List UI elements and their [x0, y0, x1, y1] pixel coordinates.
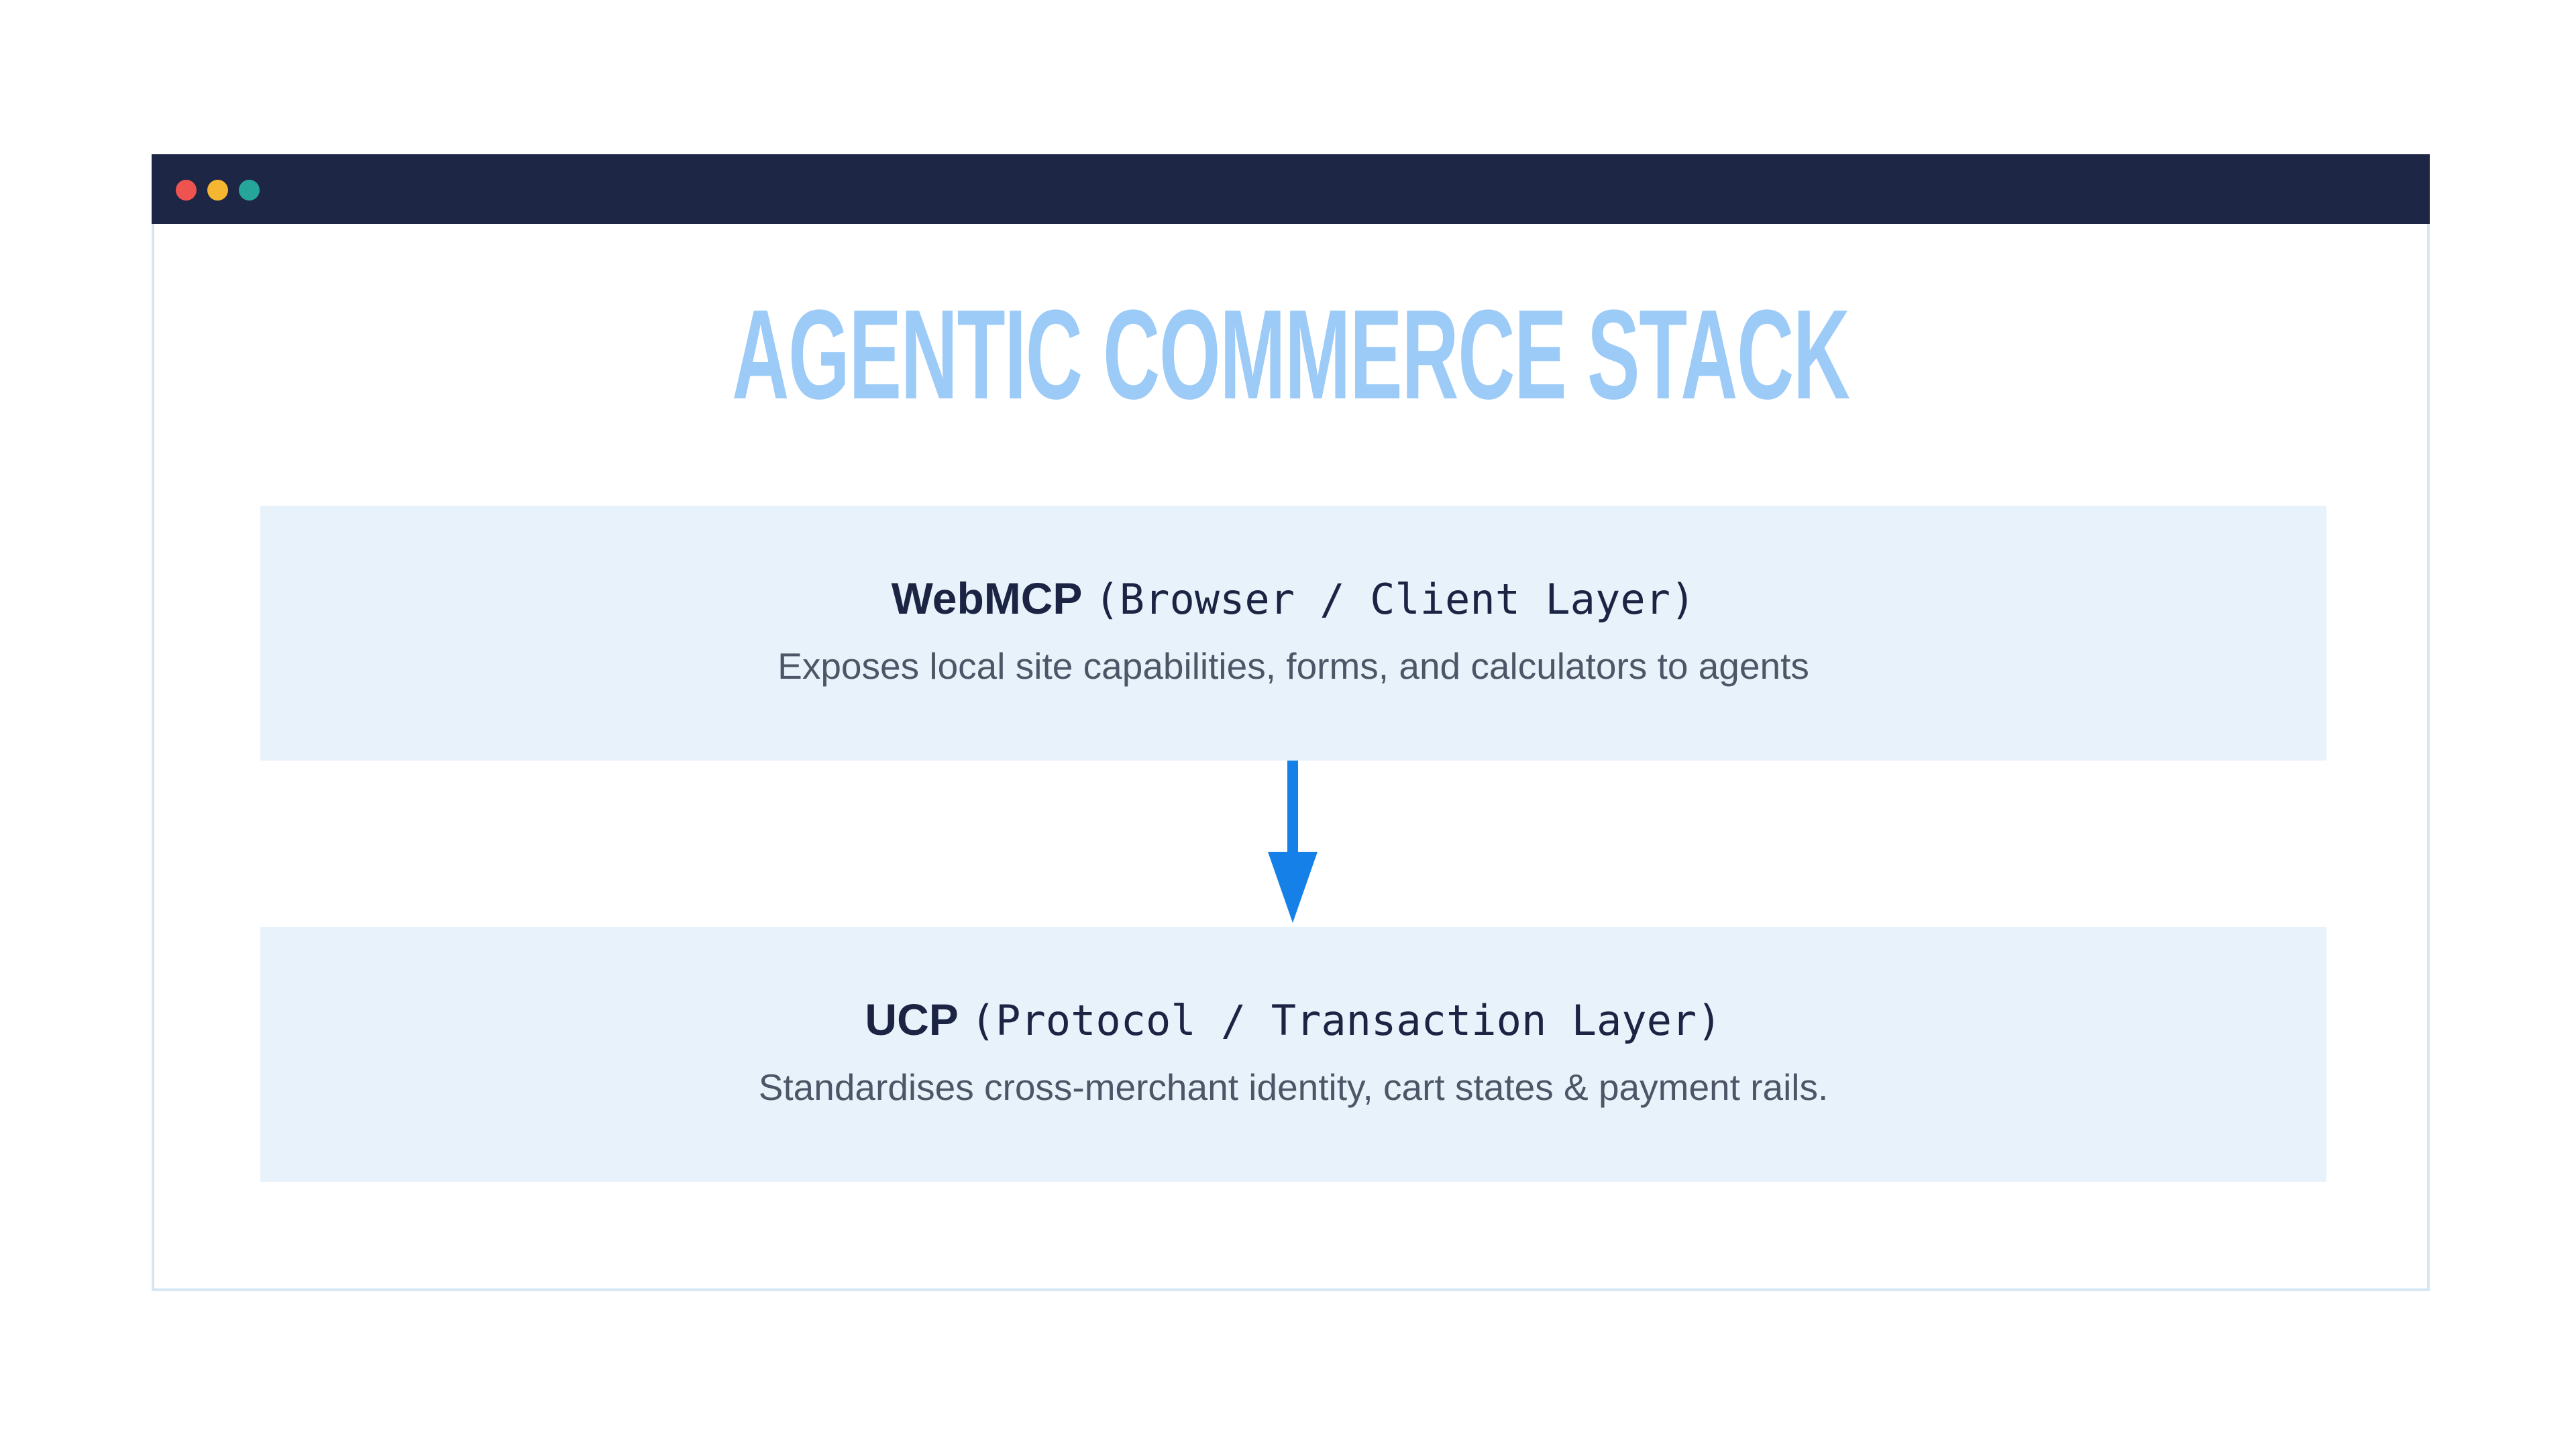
page-title: AGENTIC COMMERCE STACK: [732, 284, 1850, 426]
minimize-window-dot-icon[interactable]: [207, 180, 228, 201]
layer-name: WebMCP: [891, 573, 1083, 623]
maximize-window-dot-icon[interactable]: [239, 180, 260, 201]
window-titlebar: [152, 154, 2430, 224]
layer-box-webmcp: WebMCP(Browser / Client Layer) Exposes l…: [260, 506, 2326, 761]
layer-subtitle: (Protocol / Transaction Layer): [970, 996, 1722, 1045]
layer-box-ucp: UCP(Protocol / Transaction Layer) Standa…: [260, 927, 2326, 1182]
layer-heading: UCP(Protocol / Transaction Layer): [260, 989, 2326, 1062]
layer-name: UCP: [865, 995, 959, 1044]
layer-description: Exposes local site capabilities, forms, …: [777, 645, 1809, 687]
layer-heading: WebMCP(Browser / Client Layer): [260, 568, 2326, 641]
arrow-head-icon: [1268, 852, 1318, 923]
layer-description: Standardises cross-merchant identity, ca…: [758, 1066, 1829, 1108]
browser-window: AGENTIC COMMERCE STACK WebMCP(Browser / …: [152, 154, 2430, 1291]
close-window-dot-icon[interactable]: [176, 180, 197, 201]
layer-subtitle: (Browser / Client Layer): [1094, 575, 1696, 624]
